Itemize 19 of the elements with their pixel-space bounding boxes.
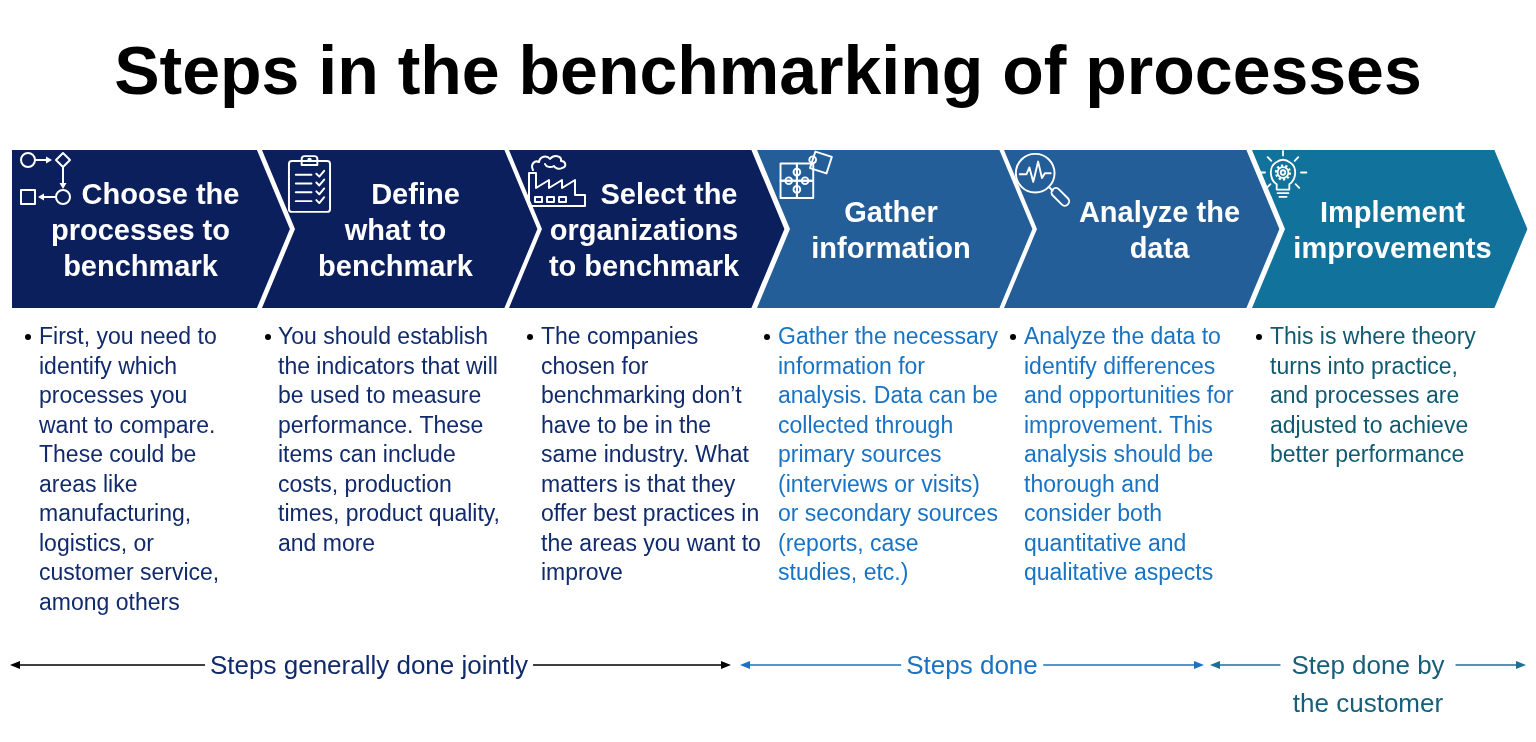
chevron-step [1251,150,1527,308]
step-title: Define what to benchmark [317,177,474,284]
chevron-step [261,150,538,308]
step-description: First, you need to identify which processes you want to compare. These could be areas like manufacturing, logistics, or customer service, among others [39,322,221,617]
chevron-step [756,150,1033,308]
chevron-step [509,150,785,308]
step-title: Choose the processes to benchmark [50,177,241,284]
chevron-step [12,150,290,308]
step-description: Gather the necessary information for analysis. Data can be collected through primary sources (interviews or visits) or secondary sources (reports, case studies, etc.) [778,322,999,587]
step-title: Gather information [810,195,972,266]
step-title: Select the organizations to benchmark [547,177,741,284]
step-description: You should establish the indicators that will be used to measure performance. These items can include costs, production times, product quality, and more [278,322,501,558]
page-title: Steps in the benchmarking of processes [114,31,1422,110]
step-description: Analyze the data to identify differences and opportunities for improvement. This analysis should be thorough and consider both quantitative and qualitative aspects [1024,322,1235,587]
step-title: Analyze the data [1077,195,1242,266]
step-title: Implement improvements [1292,195,1493,266]
step-description: This is where theory turns into practice, and processes are adjusted to achieve better performance [1270,322,1477,469]
chevron-step [1004,150,1280,308]
step-description: The companies chosen for benchmarking don’t have to be in the same industry. What matters is that they offer best practices in the areas you want to improve [541,322,762,587]
